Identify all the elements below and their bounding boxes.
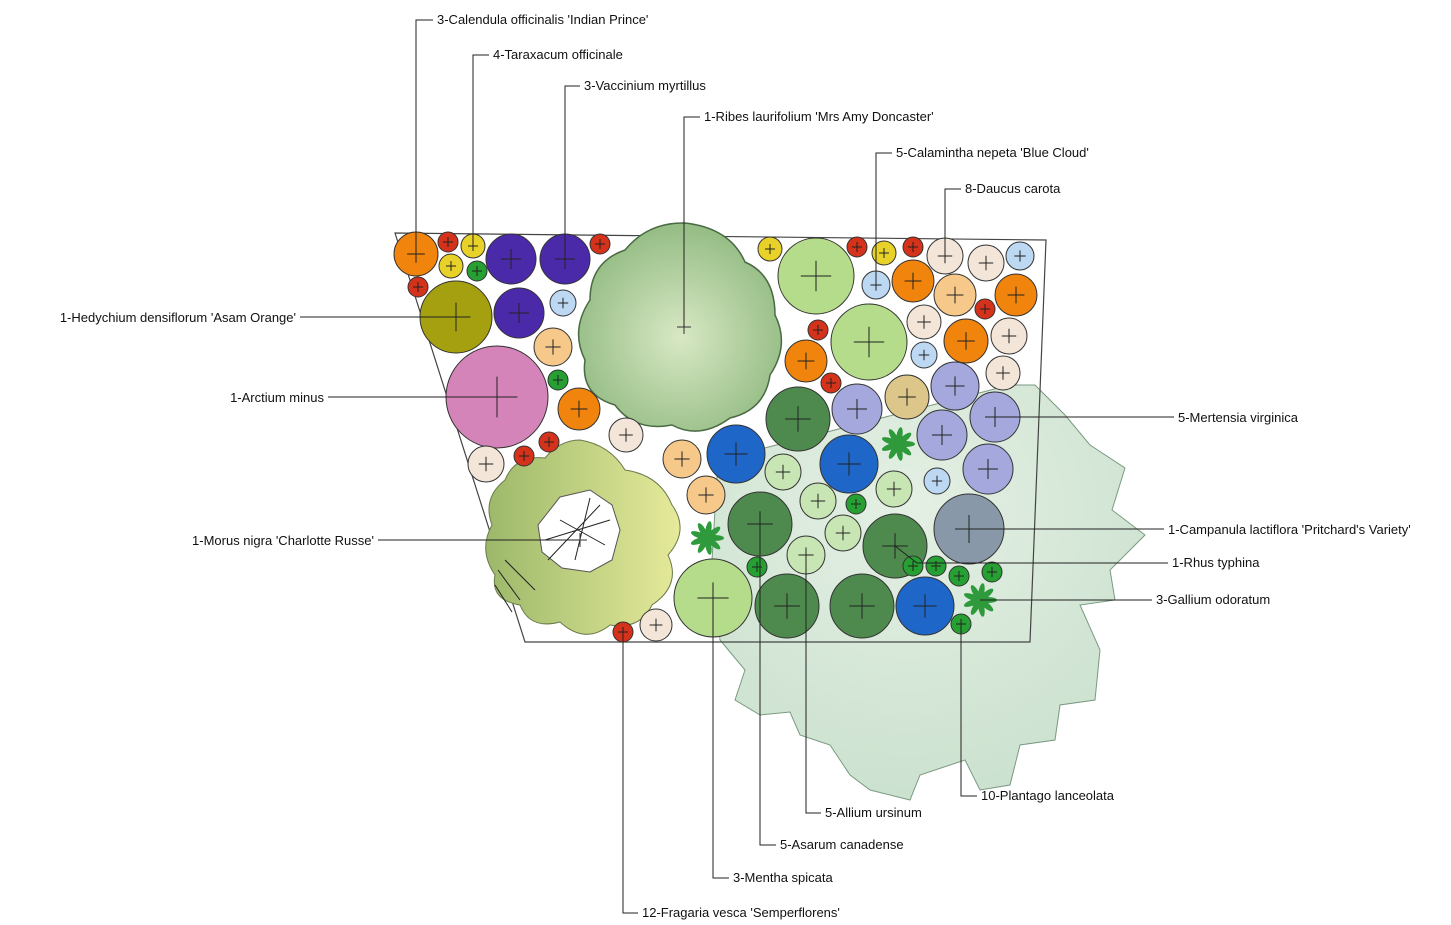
leader-line-allium [805, 555, 821, 814]
label-vaccinium: 3-Vaccinium myrtillus [584, 78, 706, 93]
blue-plant [706, 424, 766, 484]
leader-line-daucus [944, 188, 961, 256]
asarum-plant [765, 386, 831, 452]
leader-line-vaccinium [564, 85, 580, 259]
orange-plant [891, 259, 935, 303]
fragaria-plant [589, 233, 611, 255]
fragaria-plant [513, 445, 535, 467]
fragaria-plant [902, 236, 924, 258]
label-rhus: 1-Rhus typhina [1172, 555, 1260, 570]
leader-line-calendula [415, 19, 433, 254]
mertensia-plant [930, 361, 980, 411]
plantago-plant [948, 565, 970, 587]
leader-line-taraxacum [472, 54, 489, 246]
orange-plant [784, 339, 828, 383]
light-green-plant [830, 303, 908, 381]
leader-line-fragaria [622, 632, 638, 914]
label-morus: 1-Morus nigra 'Charlotte Russe' [192, 533, 374, 548]
light-green-plant [777, 237, 855, 315]
mertensia-plant [916, 409, 968, 461]
mertensia-plant [962, 443, 1014, 495]
label-ribes: 1-Ribes laurifolium 'Mrs Amy Doncaster' [704, 109, 934, 124]
fragaria-plant [538, 431, 560, 453]
label-arctium: 1-Arctium minus [230, 390, 324, 405]
label-mertensia: 5-Mertensia virginica [1178, 410, 1299, 425]
peach-plant [533, 327, 573, 367]
fragaria-plant [807, 319, 829, 341]
gallium-plant [690, 521, 724, 555]
daucus-plant [608, 417, 644, 453]
taraxacum-plant [757, 236, 783, 262]
peach-plant [686, 475, 726, 515]
calamintha-plant [1005, 241, 1035, 271]
label-campanula: 1-Campanula lactiflora 'Pritchard's Vari… [1168, 522, 1411, 537]
label-taraxacum: 4-Taraxacum officinale [493, 47, 623, 62]
plantago-plant [902, 555, 924, 577]
label-asarum: 5-Asarum canadense [780, 837, 904, 852]
blue-plant [819, 434, 879, 494]
plantago-plant [547, 369, 569, 391]
fragaria-plant [820, 372, 842, 394]
allium-plant [875, 470, 913, 508]
leader-line-plantago [960, 624, 977, 797]
daucus-plant [990, 317, 1028, 355]
fragaria-plant [974, 298, 996, 320]
daucus-plant [467, 445, 505, 483]
plantago-plant [746, 556, 768, 578]
plantago-plant [845, 493, 867, 515]
label-hedychium: 1-Hedychium densiflorum 'Asam Orange' [60, 310, 296, 325]
orange-plant [943, 318, 989, 364]
plantago-plant [466, 260, 488, 282]
daucus-plant [639, 608, 673, 642]
label-fragaria: 12-Fragaria vesca 'Semperflorens' [642, 905, 840, 920]
asarum-plant [754, 573, 820, 639]
label-daucus: 8-Daucus carota [965, 181, 1061, 196]
tan-plant [884, 374, 930, 420]
gallium-plant [881, 427, 915, 461]
daucus-plant [985, 355, 1021, 391]
bed-outline [394, 232, 1047, 643]
label-mentha: 3-Mentha spicata [733, 870, 833, 885]
peach-plant [662, 439, 702, 479]
daucus-plant [967, 244, 1005, 282]
plantago-plant [981, 561, 1003, 583]
taraxacum-plant [871, 240, 897, 266]
orange-plant [994, 273, 1038, 317]
allium-plant [764, 453, 802, 491]
fragaria-plant [437, 231, 459, 253]
label-calendula: 3-Calendula officinalis 'Indian Prince' [437, 12, 648, 27]
label-plantago: 10-Plantago lanceolata [981, 788, 1115, 803]
fragaria-plant [407, 276, 429, 298]
label-allium: 5-Allium ursinum [825, 805, 922, 820]
plantago-plant [925, 555, 947, 577]
allium-plant [799, 482, 837, 520]
vaccinium-plant [493, 287, 545, 339]
orange-plant [557, 387, 601, 431]
taraxacum-plant [438, 253, 464, 279]
gallium-plant [963, 583, 997, 617]
leader-line-asarum [759, 524, 776, 846]
calamintha-plant [910, 341, 938, 369]
leader-line-rhus [894, 545, 1168, 564]
allium-plant [824, 514, 862, 552]
blue-plant [895, 576, 955, 636]
daucus-plant [906, 304, 942, 340]
leader-line-mentha [712, 598, 729, 879]
asarum-plant [829, 573, 895, 639]
peach-plant [933, 273, 977, 317]
label-calamintha: 5-Calamintha nepeta 'Blue Cloud' [896, 145, 1089, 160]
fragaria-plant [846, 236, 868, 258]
label-gallium: 3-Gallium odoratum [1156, 592, 1270, 607]
leader-line-calamintha [875, 152, 892, 285]
mertensia-plant [831, 383, 883, 435]
vaccinium-plant [485, 233, 537, 285]
leader-line-ribes [683, 116, 700, 327]
calamintha-plant [923, 467, 951, 495]
morus-tree [485, 439, 681, 635]
calamintha-plant [549, 289, 577, 317]
